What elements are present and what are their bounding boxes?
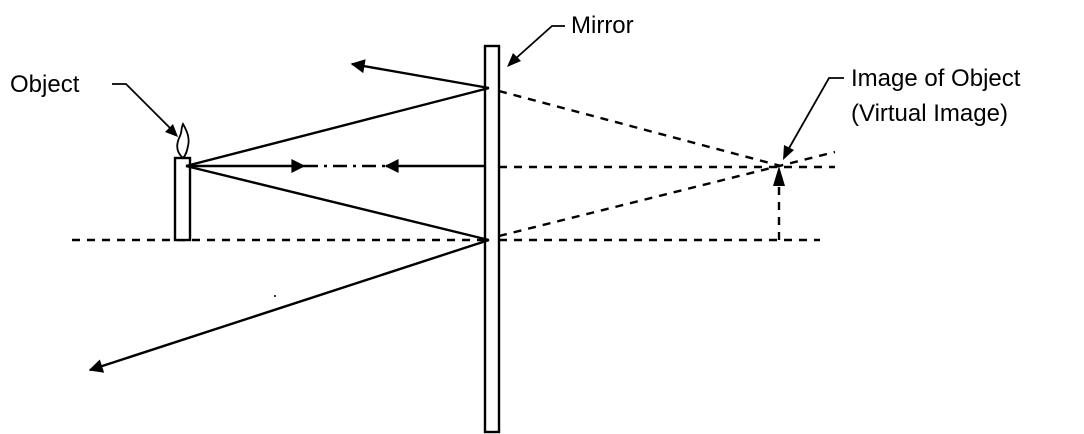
- image-label-line1: Image of Object: [851, 65, 1021, 92]
- object-leader-line: [112, 83, 173, 131]
- incident-ray-lower: [185, 164, 490, 242]
- incident-ray-upper: [185, 86, 490, 168]
- virtual-extension-upper: [498, 89, 782, 168]
- reflected-ray-upper: [350, 59, 490, 90]
- object-leader-arrowhead: [165, 124, 178, 137]
- mirror-leader-arrowhead: [507, 53, 521, 67]
- image-label-line2: (Virtual Image): [851, 100, 1008, 127]
- reflected-ray-lower: [88, 238, 490, 373]
- image-leader-line: [787, 77, 844, 151]
- virtual-extension-lower: [498, 150, 836, 238]
- mirror-label: Mirror: [571, 12, 634, 39]
- object-label: Object: [10, 71, 80, 98]
- candle-flame-icon: [176, 122, 190, 160]
- image-leader-arrowhead: [783, 145, 794, 160]
- virtual-image-arrowhead: [773, 166, 785, 186]
- speck: [274, 295, 276, 297]
- mirror-leader-line: [513, 25, 565, 61]
- candle: [173, 156, 192, 242]
